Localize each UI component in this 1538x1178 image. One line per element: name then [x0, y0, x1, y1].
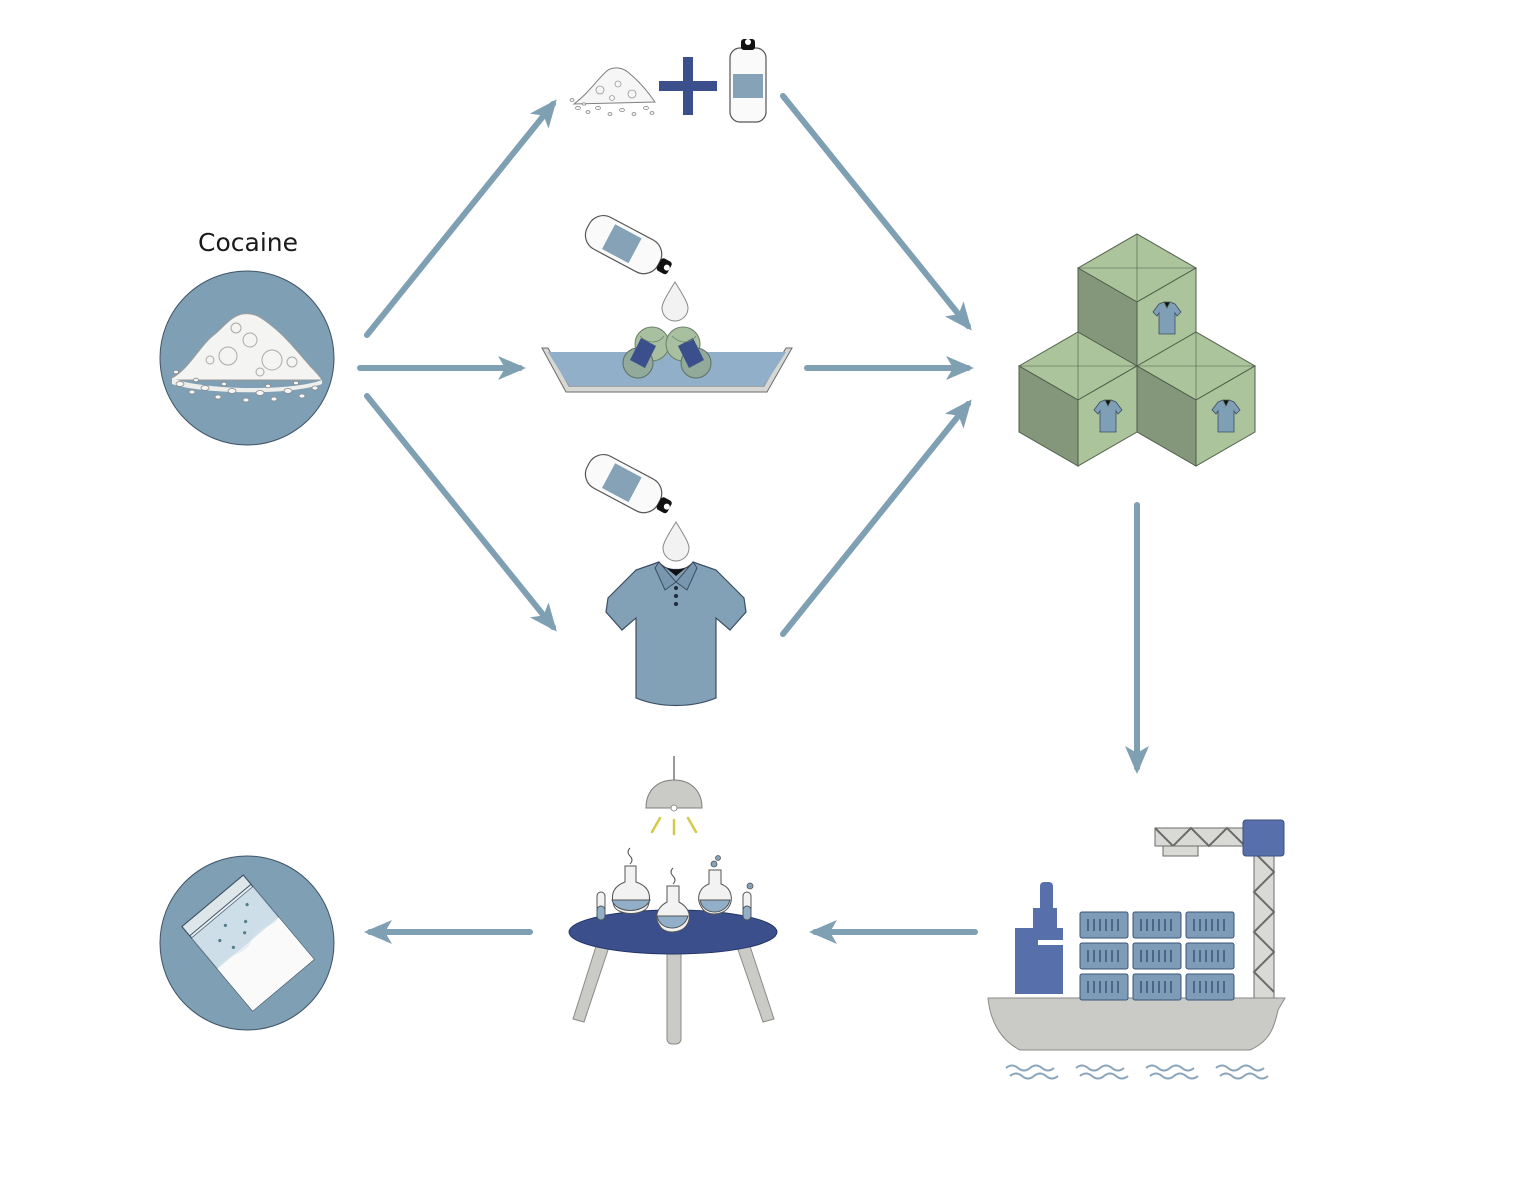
- cargo-ship-icon: [987, 819, 1286, 1080]
- solvent-bottle-icon: [729, 39, 767, 123]
- drug-bag-icon: [159, 855, 335, 1031]
- lab-table-icon: [568, 847, 778, 1045]
- cocaine-powder-icon: [569, 67, 656, 116]
- arrow-to-shirt: [364, 393, 557, 632]
- powder-mixture-group: [569, 39, 767, 123]
- arrow-shirt-to-boxes: [780, 399, 972, 637]
- cocaine-label: Cocaine: [198, 228, 298, 257]
- arrow-mixture-to-boxes: [780, 93, 972, 331]
- flow-arrows: [357, 93, 1149, 944]
- lamp-icon: [645, 756, 703, 836]
- yarn-soaking-tray-icon: [541, 209, 793, 393]
- shipping-boxes-icon: [1017, 233, 1257, 467]
- cocaine-powder-icon: [159, 270, 335, 446]
- plus-icon: [659, 57, 717, 115]
- arrow-to-mixture: [364, 99, 557, 338]
- shirt-icon: [579, 448, 747, 707]
